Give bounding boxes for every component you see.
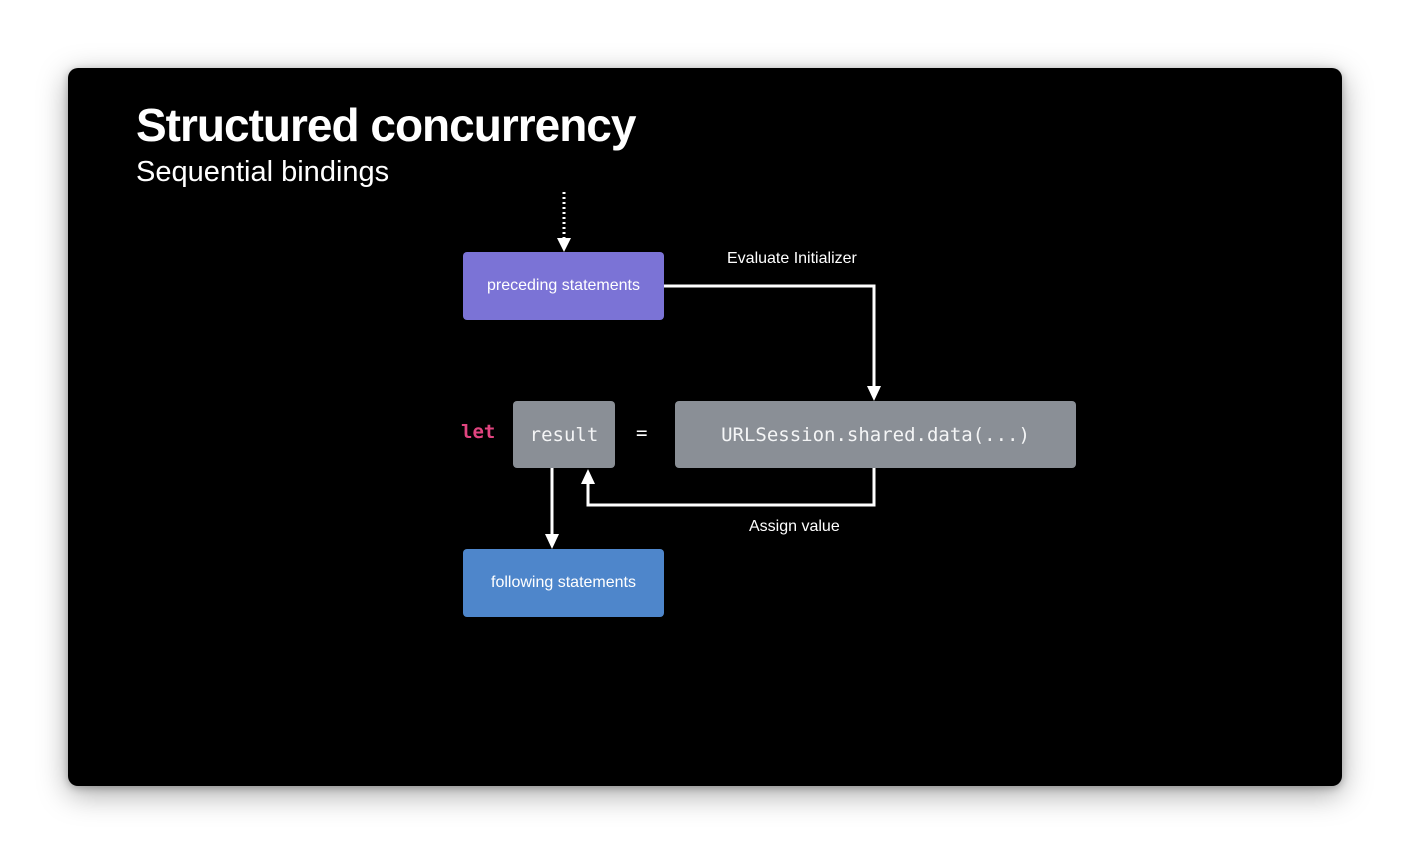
preceding-statements-label: preceding statements [487,277,640,294]
initializer-expression-label: URLSession.shared.data(...) [721,423,1030,446]
assign-arrow [581,468,876,507]
following-statements-label: following statements [491,574,636,591]
to-following-arrow [545,468,559,549]
slide: Structured concurrency Sequential bindin… [68,68,1342,786]
result-variable-box: result [513,401,615,468]
incoming-dotted-arrow [557,192,571,252]
result-variable-label: result [529,423,599,446]
assign-value-label: Assign value [749,518,840,535]
let-keyword: let [461,421,496,443]
preceding-statements-box: preceding statements [463,252,664,320]
equals-sign: = [636,422,648,444]
slide-title: Structured concurrency [136,99,636,151]
slide-subtitle: Sequential bindings [136,156,390,188]
evaluate-initializer-label: Evaluate Initializer [727,250,857,267]
following-statements-box: following statements [463,549,664,617]
diagram-connectors [545,192,881,549]
evaluate-arrow [664,284,881,401]
initializer-expression-box: URLSession.shared.data(...) [675,401,1076,468]
